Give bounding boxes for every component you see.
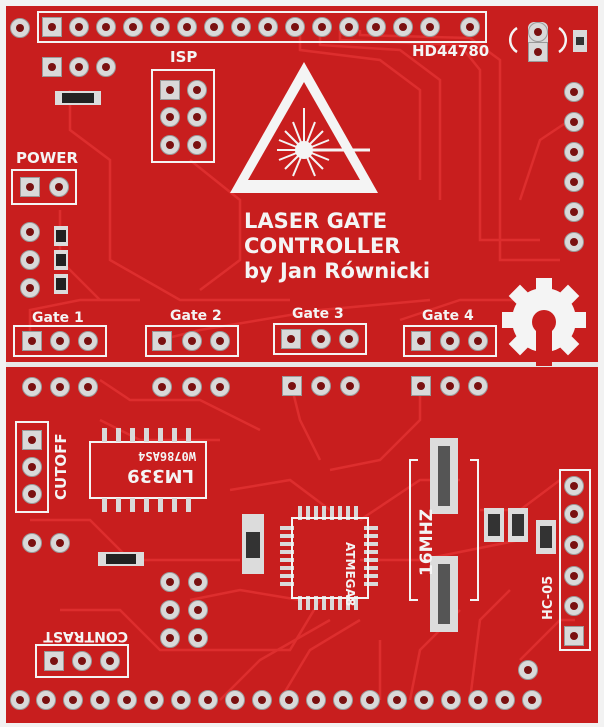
gate2-label: Gate 2	[170, 308, 222, 324]
contrast-label: CONTRAST	[43, 628, 128, 644]
gate4-outline	[403, 325, 497, 357]
gate4-label: Gate 4	[422, 308, 474, 324]
lower-board	[6, 367, 598, 723]
open-hardware-gear-icon	[502, 278, 586, 366]
top-left-pads	[42, 57, 116, 77]
crystal-label: 16MHZ	[417, 509, 437, 576]
lcd-header-outline	[37, 11, 487, 43]
power-header-outline	[11, 169, 77, 205]
contrast-outline	[35, 644, 129, 678]
isp-label: ISP	[170, 48, 197, 66]
gate3-label: Gate 3	[292, 306, 344, 322]
lm339-label: LM339	[127, 465, 194, 486]
lcd-label: HD44780	[412, 42, 489, 60]
antenna-icon	[508, 26, 568, 54]
gate2-outline	[145, 325, 239, 357]
hc05-label: HC-05	[541, 576, 556, 620]
laser-warning-icon	[230, 62, 378, 193]
isp-header-outline	[151, 69, 215, 163]
cutoff-label: CUTOFF	[52, 433, 70, 500]
lcd-header-pins	[10, 17, 480, 38]
gate1-label: Gate 1	[32, 310, 84, 326]
atmega8-outline	[291, 517, 369, 599]
power-regulator-pads	[20, 222, 40, 298]
title-line3: by Jan Równicki	[244, 259, 430, 283]
atmega8-pins	[280, 506, 378, 610]
power-label: POWER	[16, 149, 79, 167]
atmega8-label: ATMEGA8	[343, 542, 357, 606]
hc05-outline	[559, 469, 591, 651]
cutoff-outline	[15, 421, 49, 513]
gate3-outline	[273, 323, 367, 355]
title-line2: CONTROLLER	[244, 234, 400, 258]
title-line1: LASER GATE	[244, 209, 387, 233]
lm339-code: W0786AS4	[138, 449, 196, 463]
lm339-pins	[102, 428, 191, 512]
gate1-outline	[13, 325, 107, 357]
